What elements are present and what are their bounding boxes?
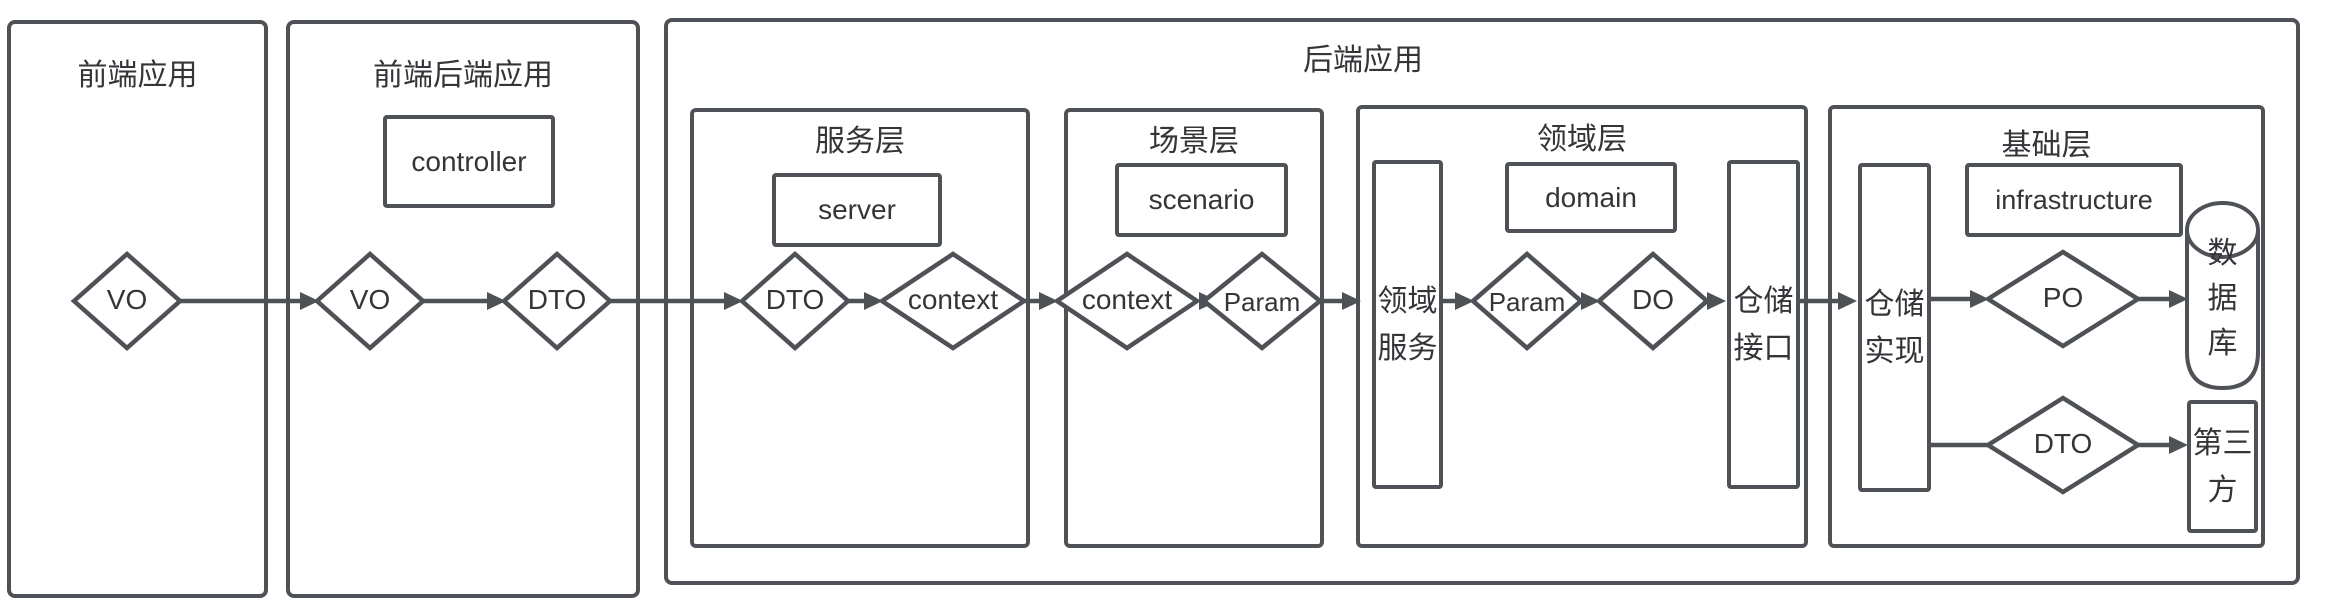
vo-label-frontend: VO [106, 284, 148, 315]
frontend-app-title: 前端应用 [77, 59, 198, 92]
server-rect: server [772, 173, 942, 247]
repository-impl-label: 仓储 实现 [1864, 287, 1925, 368]
repository-interface-rect: 仓储 接口 [1727, 160, 1800, 489]
server-label: server [818, 194, 896, 225]
scenario-label: scenario [1148, 184, 1255, 215]
do-label-domain: DO [1632, 284, 1674, 315]
vo-label-web: VO [349, 284, 391, 315]
scenario-rect: scenario [1115, 163, 1288, 237]
domain-label: domain [1545, 181, 1637, 213]
dto-label-web: DTO [527, 284, 587, 315]
backend-app-title: 后端应用 [1303, 44, 1423, 77]
po-label-infra: PO [2042, 282, 2084, 313]
param-label-scenario: Param [1223, 287, 1301, 317]
domain-service-label: 领域 服务 [1377, 284, 1438, 365]
domain-service-rect: 领域 服务 [1372, 160, 1443, 489]
infrastructure-rect: infrastructure [1965, 163, 2183, 237]
controller-rect: controller [383, 115, 555, 208]
dto-label-infra: DTO [2033, 428, 2093, 459]
param-label-domain: Param [1488, 287, 1566, 317]
controller-label: controller [411, 145, 527, 177]
third-party-rect: 第三 方 [2187, 400, 2258, 533]
scenario-layer-title: 场景层 [1149, 125, 1239, 158]
frontend-backend-app-title: 前端后端应用 [373, 59, 553, 92]
dto-label-service: DTO [765, 284, 825, 315]
context-label-service: context [907, 284, 999, 315]
infrastructure-layer-title: 基础层 [2001, 129, 2092, 162]
repository-impl-rect: 仓储 实现 [1858, 163, 1931, 492]
infrastructure-label: infrastructure [1995, 184, 2153, 215]
database-label: 数 据 库 [2207, 236, 2238, 360]
context-label-scenario: context [1081, 284, 1173, 315]
domain-rect: domain [1505, 162, 1677, 233]
domain-layer-title: 领域层 [1537, 123, 1627, 156]
third-party-label: 第三 方 [2192, 426, 2253, 507]
repository-interface-label: 仓储 接口 [1733, 284, 1794, 365]
service-layer-title: 服务层 [815, 125, 905, 158]
